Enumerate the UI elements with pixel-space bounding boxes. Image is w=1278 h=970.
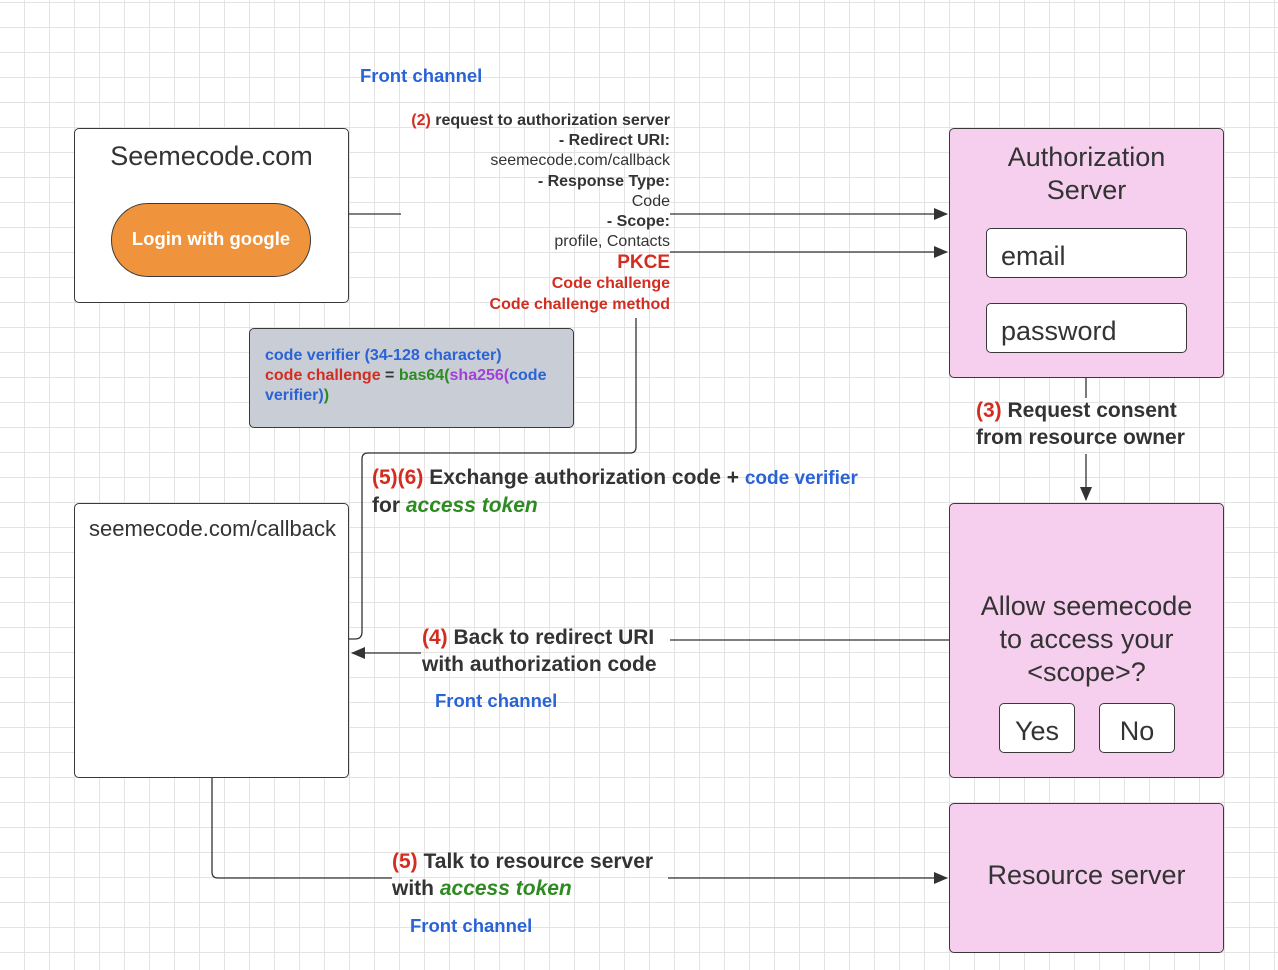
response-type-label: - Response Type: [537,172,670,190]
bas64-func: bas64( [398,367,450,385]
pkce-note: code verifier (34-128 character) code ch… [249,328,574,428]
resource-server-box: Resource server [949,803,1224,953]
code-verifier-definition: code verifier (34-128 character) [265,347,502,364]
exchange-text: Exchange authorization code + [429,466,739,489]
step-4-number: (4) [422,626,448,649]
talk-access-token: access token [439,876,572,900]
callback-box: seemecode.com/callback [74,503,349,778]
talk-with: with [392,876,434,900]
back-line1: Back to redirect URI [453,626,655,649]
step-56-number: (5)(6) [372,466,424,489]
consent-line3: <scope>? [1027,657,1146,687]
resource-server-title: Resource server [987,860,1186,890]
equals-sign: = [380,367,399,385]
code-challenge-term: code challenge [265,367,381,385]
client-app-box: Seemecode.com Login with google [74,128,349,303]
step-5-number: (5) [392,850,418,873]
pkce-label: PKCE [617,252,670,274]
scope-value: profile, Contacts [554,233,670,251]
client-title: Seemecode.com [110,141,313,171]
front-channel-label-middle: Front channel [435,690,558,711]
consent-request-line2: from resource owner [976,425,1185,449]
consent-box: Allow seemecode to access your <scope>? … [949,503,1224,778]
scope-label: - Scope: [606,213,670,231]
redirect-uri-value: seemecode.com/callback [490,152,670,170]
talk-line-left [211,778,392,879]
closing-paren: ) [323,387,330,405]
front-channel-label-bottom: Front channel [410,915,533,936]
code-challenge-method-label: Code challenge method [489,295,670,313]
auth-title-line1: Authorization [1007,142,1166,172]
email-field[interactable]: email [986,228,1187,278]
yes-button[interactable]: Yes [999,703,1075,753]
consent-request-label: (3) Request consent from resource owner [976,398,1185,451]
exchange-label: (5)(6) Exchange authorization code + cod… [372,465,858,519]
consent-question: Allow seemecode to access your <scope>? [950,590,1223,689]
code-verifier-term: code verifier [744,468,858,489]
sha256-func: sha256( [449,367,510,385]
code-term: code [509,367,547,385]
login-with-google-button[interactable]: Login with google [111,203,311,277]
password-field[interactable]: password [986,303,1187,353]
consent-line2: to access your [999,624,1174,654]
code-challenge-label: Code challenge [551,275,670,293]
exchange-for: for [372,493,400,517]
front-channel-label-top: Front channel [360,65,483,86]
consent-line1: Allow seemecode [980,591,1193,621]
step-3-number: (3) [976,399,1002,422]
step-2-number: (2) [411,112,431,129]
request-line1: request to authorization server [435,112,670,129]
talk-to-resource-label: (5) Talk to resource server with access … [392,849,653,902]
redirect-uri-label: - Redirect URI: [558,132,670,150]
callback-title: seemecode.com/callback [89,516,337,541]
auth-title-line2: Server [1046,175,1127,205]
talk-line1: Talk to resource server [423,850,654,873]
authorization-server-title: Authorization Server [950,141,1223,207]
exchange-access-token: access token [405,493,538,517]
consent-request-line1: Request consent [1007,399,1177,422]
no-button[interactable]: No [1099,703,1175,753]
response-type-value: Code [631,192,670,210]
request-label: (2) request to authorization server - Re… [380,111,670,315]
verifier-term: verifier) [265,387,324,405]
back-to-redirect-label: (4) Back to redirect URI with authorizat… [422,625,657,678]
exchange-path [349,318,637,640]
back-line2: with authorization code [422,652,657,676]
authorization-server-box: Authorization Server email password [949,128,1224,378]
